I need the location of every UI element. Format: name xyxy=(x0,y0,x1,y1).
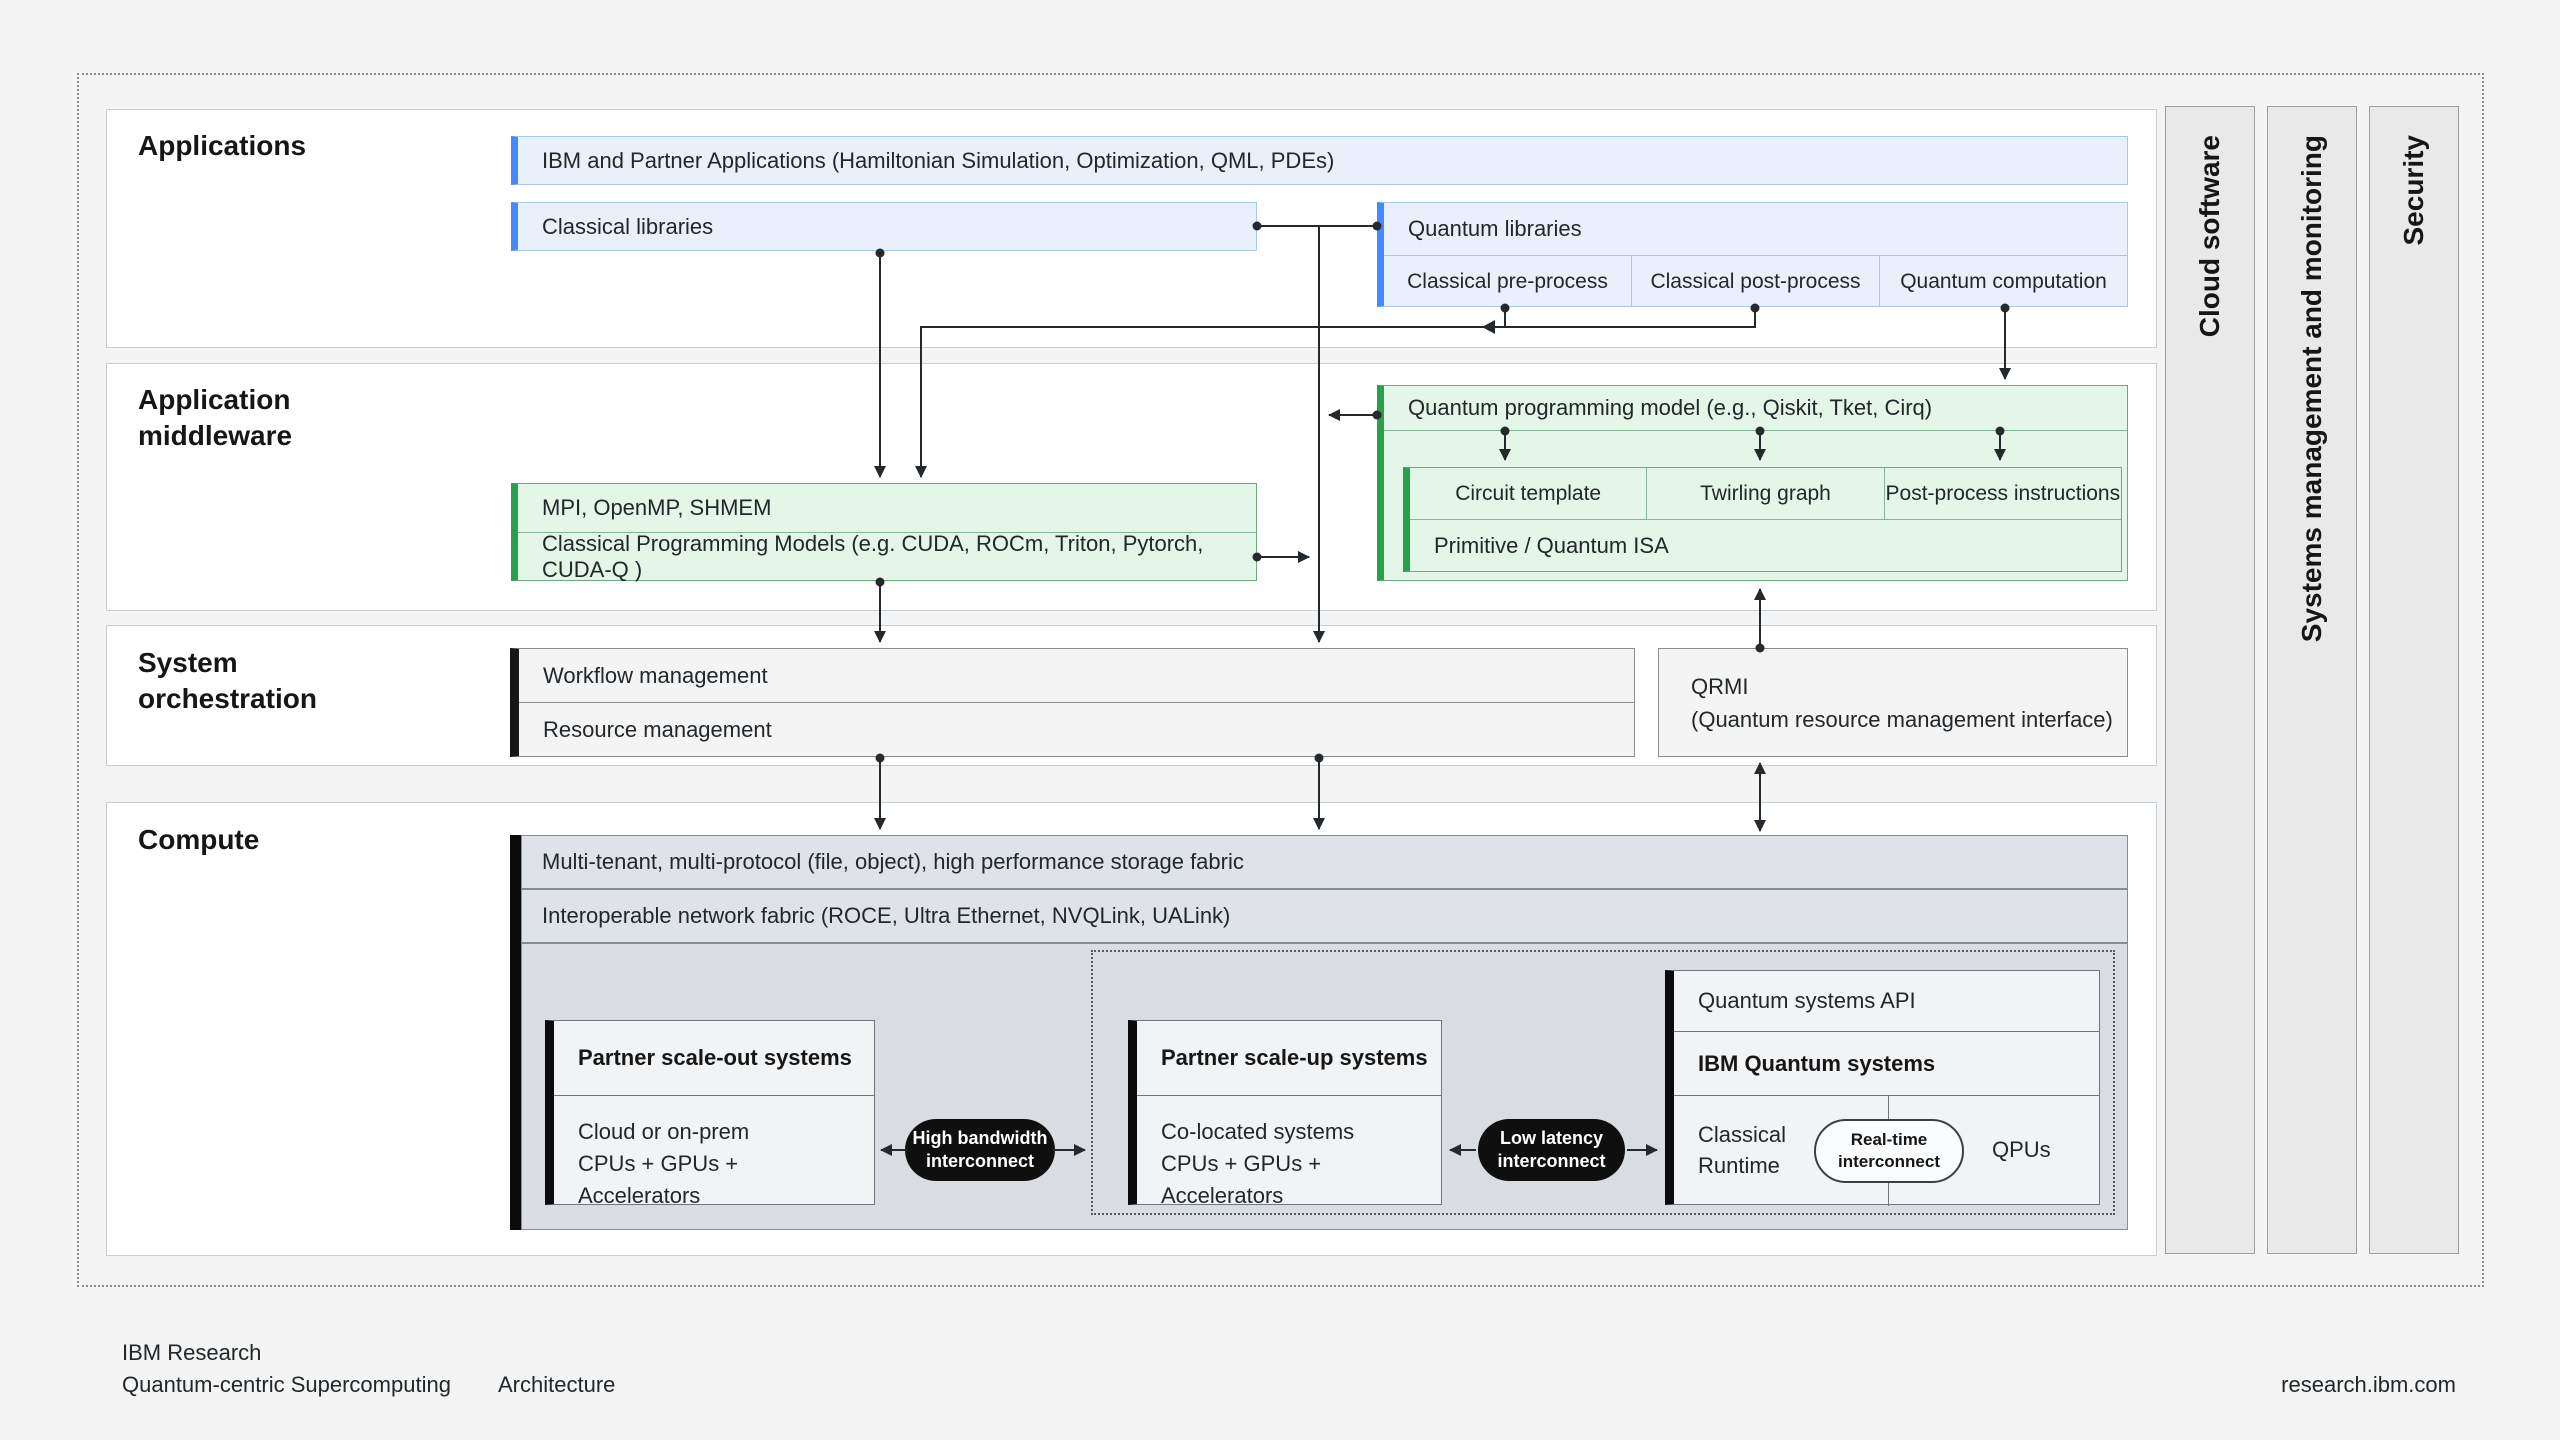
middleware-title: Application middleware xyxy=(138,384,293,452)
row-resource-management: Resource management xyxy=(519,702,1634,756)
storage-fabric-label: Multi-tenant, multi-protocol (file, obje… xyxy=(542,849,1244,874)
storage-fabric-bar: Multi-tenant, multi-protocol (file, obje… xyxy=(521,835,2128,889)
qrmi-title: QRMI xyxy=(1691,673,1749,699)
partner-scale-out-box: Partner scale-out systems Cloud or on-pr… xyxy=(545,1020,875,1208)
realtime-pill-line1: Real-time xyxy=(1850,1129,1928,1149)
compute-title: Compute xyxy=(138,824,260,855)
ibm-quantum-runtime-row: Classical Runtime Real-time interconnect… xyxy=(1674,1095,2099,1206)
cell-post-process-instructions: Post-process instructions xyxy=(1883,468,2121,519)
cell-classical-pre-process: Classical pre-process xyxy=(1407,269,1608,293)
cloud-software-label: Cloud software xyxy=(2194,135,2225,338)
quantum-programming-model-subbox: Circuit template Twirling graph Post-pro… xyxy=(1403,467,2122,572)
quantum-libraries-title: Quantum libraries xyxy=(1408,216,1582,241)
cell-classical-post-process: Classical post-process xyxy=(1631,256,1879,307)
high-bandwidth-pill-line1: High bandwidth xyxy=(912,1127,1048,1148)
ibm-partner-apps-bar: IBM and Partner Applications (Hamiltonia… xyxy=(511,136,2128,185)
cell-twirling-graph: Twirling graph xyxy=(1646,468,1883,519)
ibm-partner-apps-label: IBM and Partner Applications (Hamiltonia… xyxy=(542,147,1335,173)
realtime-interconnect-pill: Real-time interconnect xyxy=(1814,1119,1964,1183)
row-workflow-management: Workflow management xyxy=(543,662,768,688)
partner-scale-out-body: Cloud or on-prem CPUs + GPUs + Accelerat… xyxy=(554,1095,874,1208)
quantum-libraries-box: Quantum libraries Classical pre-process … xyxy=(1377,202,2128,307)
column-systems-management: Systems management and monitoring xyxy=(2267,106,2357,1254)
classical-runtime-label: Classical Runtime xyxy=(1698,1122,1787,1178)
quantum-programming-model-cells: Circuit template Twirling graph Post-pro… xyxy=(1410,468,2121,519)
footer-product: Quantum-centric Supercomputing xyxy=(122,1371,451,1397)
high-bandwidth-pill-line2: interconnect xyxy=(925,1151,1035,1171)
footer-left: IBM Research Quantum-centric Supercomput… xyxy=(122,1337,451,1401)
network-fabric-label: Interoperable network fabric (ROCE, Ultr… xyxy=(542,903,1231,928)
classical-libraries-label: Classical libraries xyxy=(542,213,714,239)
column-cloud-software: Cloud software xyxy=(2165,106,2255,1254)
footer-org: IBM Research xyxy=(122,1340,262,1365)
cell-circuit-template: Circuit template xyxy=(1455,481,1602,505)
quantum-programming-model-title: Quantum programming model (e.g., Qiskit,… xyxy=(1384,386,2127,431)
colocated-dotted-zone xyxy=(1091,950,2115,1215)
classical-models-box: MPI, OpenMP, SHMEM Classical Programming… xyxy=(511,483,1257,582)
orchestration-title: System orchestration xyxy=(138,647,317,715)
high-bandwidth-pill: High bandwidth interconnect xyxy=(905,1119,1055,1181)
partner-scale-out-title: Partner scale-out systems xyxy=(578,1045,852,1070)
scale-out-body-line1: Cloud or on-prem xyxy=(578,1119,750,1144)
scale-up-body-line1: Co-located systems xyxy=(1161,1119,1355,1144)
row-mpi-openmp-shmem: MPI, OpenMP, SHMEM xyxy=(542,495,772,520)
row-primitive-quantum-isa: Primitive / Quantum ISA xyxy=(1410,519,2121,571)
scale-up-body-line2: CPUs + GPUs + Accelerators xyxy=(1161,1150,1322,1208)
low-latency-pill-line2: interconnect xyxy=(1497,1151,1606,1171)
network-fabric-bar: Interoperable network fabric (ROCE, Ultr… xyxy=(521,889,2128,943)
qpus-label: QPUs xyxy=(1992,1137,2051,1162)
partner-scale-up-title: Partner scale-up systems xyxy=(1161,1045,1428,1070)
qrmi-subtitle: (Quantum resource management interface) xyxy=(1691,706,2113,732)
realtime-pill-line2: interconnect xyxy=(1837,1152,1941,1171)
applications-title: Applications xyxy=(138,130,307,161)
low-latency-pill: Low latency interconnect xyxy=(1478,1119,1625,1181)
footer-doc-type: Architecture xyxy=(498,1372,616,1397)
partner-scale-up-box: Partner scale-up systems Co-located syst… xyxy=(1128,1020,1442,1208)
cell-quantum-computation: Quantum computation xyxy=(1879,256,2127,307)
security-label: Security xyxy=(2398,135,2429,246)
systems-management-label: Systems management and monitoring xyxy=(2296,135,2327,643)
outer-dotted-frame xyxy=(77,73,2484,1287)
footer-site: research.ibm.com xyxy=(2281,1372,2456,1397)
row-classical-programming-models: Classical Programming Models (e.g. CUDA,… xyxy=(518,531,1256,582)
scale-out-body-line2: CPUs + GPUs + Accelerators xyxy=(578,1150,739,1208)
quantum-systems-api-row: Quantum systems API xyxy=(1698,988,1916,1013)
compute-accent-bar xyxy=(510,835,521,1230)
workflow-resource-box: Workflow management Resource management xyxy=(510,648,1635,757)
quantum-libraries-cells: Classical pre-process Classical post-pro… xyxy=(1384,255,2127,307)
ibm-quantum-box: Quantum systems API IBM Quantum systems … xyxy=(1665,970,2100,1206)
qrmi-box: QRMI (Quantum resource management interf… xyxy=(1658,648,2128,757)
quantum-programming-model-box: Quantum programming model (e.g., Qiskit,… xyxy=(1377,385,2128,581)
low-latency-pill-line1: Low latency xyxy=(1499,1127,1604,1148)
ibm-quantum-systems-row: IBM Quantum systems xyxy=(1674,1031,2099,1095)
classical-libraries-bar: Classical libraries xyxy=(511,202,1257,251)
partner-scale-up-body: Co-located systems CPUs + GPUs + Acceler… xyxy=(1137,1095,1441,1208)
column-security: Security xyxy=(2369,106,2459,1254)
